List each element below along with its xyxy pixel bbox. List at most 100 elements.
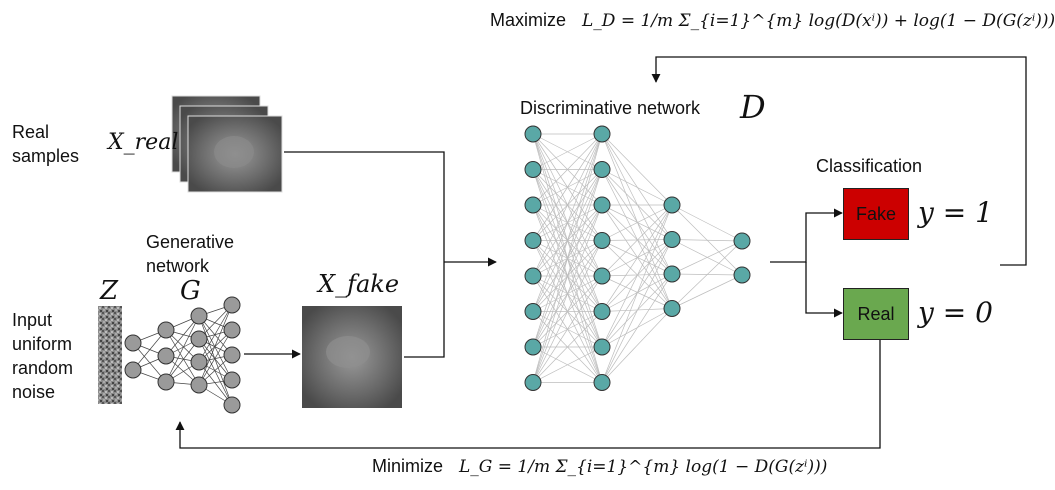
discriminator-edge: [601, 204, 673, 312]
real-samples-line2: samples: [12, 146, 80, 166]
discriminator-edge: [601, 204, 673, 275]
generator-node: [157, 347, 175, 365]
generator-edge: [198, 304, 233, 386]
discriminator-edge: [532, 346, 603, 383]
discriminator-edge: [601, 133, 673, 275]
discriminator-edge: [601, 308, 673, 383]
generator-node: [124, 361, 142, 379]
real-samples-line1: Real: [12, 122, 50, 142]
fake-sample-image: [302, 306, 402, 408]
minimize-equation: L_G = 1/m Σ_{i=1}^{m} log(1 − D(G(zⁱ))): [459, 456, 828, 477]
discriminator-node: [593, 338, 611, 356]
generator-edge: [198, 338, 233, 381]
generator-node: [223, 371, 241, 389]
discriminator-edge: [671, 240, 743, 275]
generator-node: [223, 396, 241, 414]
discriminator-edge: [601, 169, 673, 206]
real-sample-images: [171, 95, 283, 193]
discriminator-node: [593, 303, 611, 320]
discriminator-node: [524, 125, 542, 143]
generator-node: [190, 330, 208, 348]
discriminator-edge: [532, 133, 603, 241]
discriminator-node: [663, 300, 681, 317]
discriminator-edge: [532, 169, 603, 383]
real-class-box: Real: [843, 288, 909, 340]
maximize-equation: L_D = 1/m Σ_{i=1}^{m} log(D(xⁱ)) + log(1…: [582, 10, 1055, 31]
discriminator-edge: [601, 273, 673, 383]
discriminator-edge: [601, 169, 673, 275]
discriminator-node: [663, 265, 681, 283]
generator-edge: [198, 338, 233, 406]
discriminator-edge: [601, 239, 673, 383]
discriminator-edge: [671, 239, 743, 242]
discriminator-edges: [532, 133, 743, 383]
noise-line3: random: [12, 358, 74, 378]
discriminator-nodes: [524, 125, 751, 391]
discriminator-label: Discriminative network: [520, 98, 701, 118]
x-real-symbol: X_real: [108, 130, 179, 155]
discriminator-edge: [671, 274, 743, 309]
generator-edge: [132, 329, 167, 371]
generator-edge: [165, 315, 200, 357]
discriminator-edge: [601, 204, 673, 241]
discriminator-node: [593, 161, 611, 178]
discriminator-node: [524, 338, 542, 356]
classification-title: Classification: [816, 156, 923, 176]
generator-line2: network: [146, 256, 210, 276]
z-symbol: Z: [100, 276, 119, 306]
generator-node: [190, 307, 208, 325]
discriminator-edge: [601, 169, 673, 309]
generator-edge: [165, 315, 200, 383]
generator-node: [124, 334, 142, 352]
generator-node: [223, 346, 241, 364]
x-fake-symbol: X_fake: [318, 270, 400, 298]
generator-nodes: [124, 296, 241, 414]
d-symbol: D: [740, 88, 766, 126]
discriminator-edge: [601, 275, 673, 309]
noise-image: [98, 306, 122, 404]
discriminator-node: [593, 196, 611, 214]
discriminator-edge: [532, 133, 603, 170]
noise-line1: Input: [12, 310, 53, 330]
maximize-label: Maximize: [490, 10, 567, 30]
generator-node: [157, 373, 175, 391]
generator-edge: [198, 315, 233, 381]
fake-class-equation: y = 1: [918, 196, 993, 229]
discriminator-node: [524, 303, 542, 320]
discriminator-node: [593, 374, 611, 391]
discriminator-node: [663, 231, 681, 248]
fake-class-label: Fake: [855, 203, 897, 224]
discriminator-node: [524, 232, 542, 249]
discriminator-edge: [671, 204, 743, 242]
discriminator-edge: [601, 204, 673, 383]
noise-line4: noise: [12, 382, 56, 402]
generator-edge: [132, 342, 167, 383]
generator-node: [190, 376, 208, 394]
discriminator-edge: [601, 204, 673, 348]
generator-edge: [198, 315, 233, 356]
generator-edge: [198, 329, 233, 386]
generator-node: [157, 321, 175, 339]
discriminator-edge: [671, 240, 743, 309]
discriminator-node: [524, 374, 542, 391]
discriminator-node: [663, 196, 681, 214]
discriminator-edge: [532, 204, 603, 383]
generator-node: [190, 353, 208, 371]
discriminator-edge: [601, 204, 673, 309]
discriminator-node: [593, 267, 611, 285]
discriminator-edge: [532, 133, 603, 206]
discriminator-node: [733, 232, 751, 250]
minimize-label: Minimize: [372, 456, 444, 476]
fake-class-box: Fake: [843, 188, 909, 240]
generator-edge: [198, 304, 233, 363]
discriminator-node: [524, 267, 542, 285]
minimize-formula: Minimize L_G = 1/m Σ_{i=1}^{m} log(1 − D…: [372, 456, 827, 477]
real-class-equation: y = 0: [918, 296, 993, 329]
discriminator-edge: [601, 240, 673, 275]
discriminator-edge: [532, 311, 603, 383]
discriminator-edge: [532, 133, 603, 312]
discriminator-node: [593, 125, 611, 143]
discriminator-edge: [601, 169, 673, 240]
discriminator-node: [524, 196, 542, 214]
generator-edge: [198, 315, 233, 406]
